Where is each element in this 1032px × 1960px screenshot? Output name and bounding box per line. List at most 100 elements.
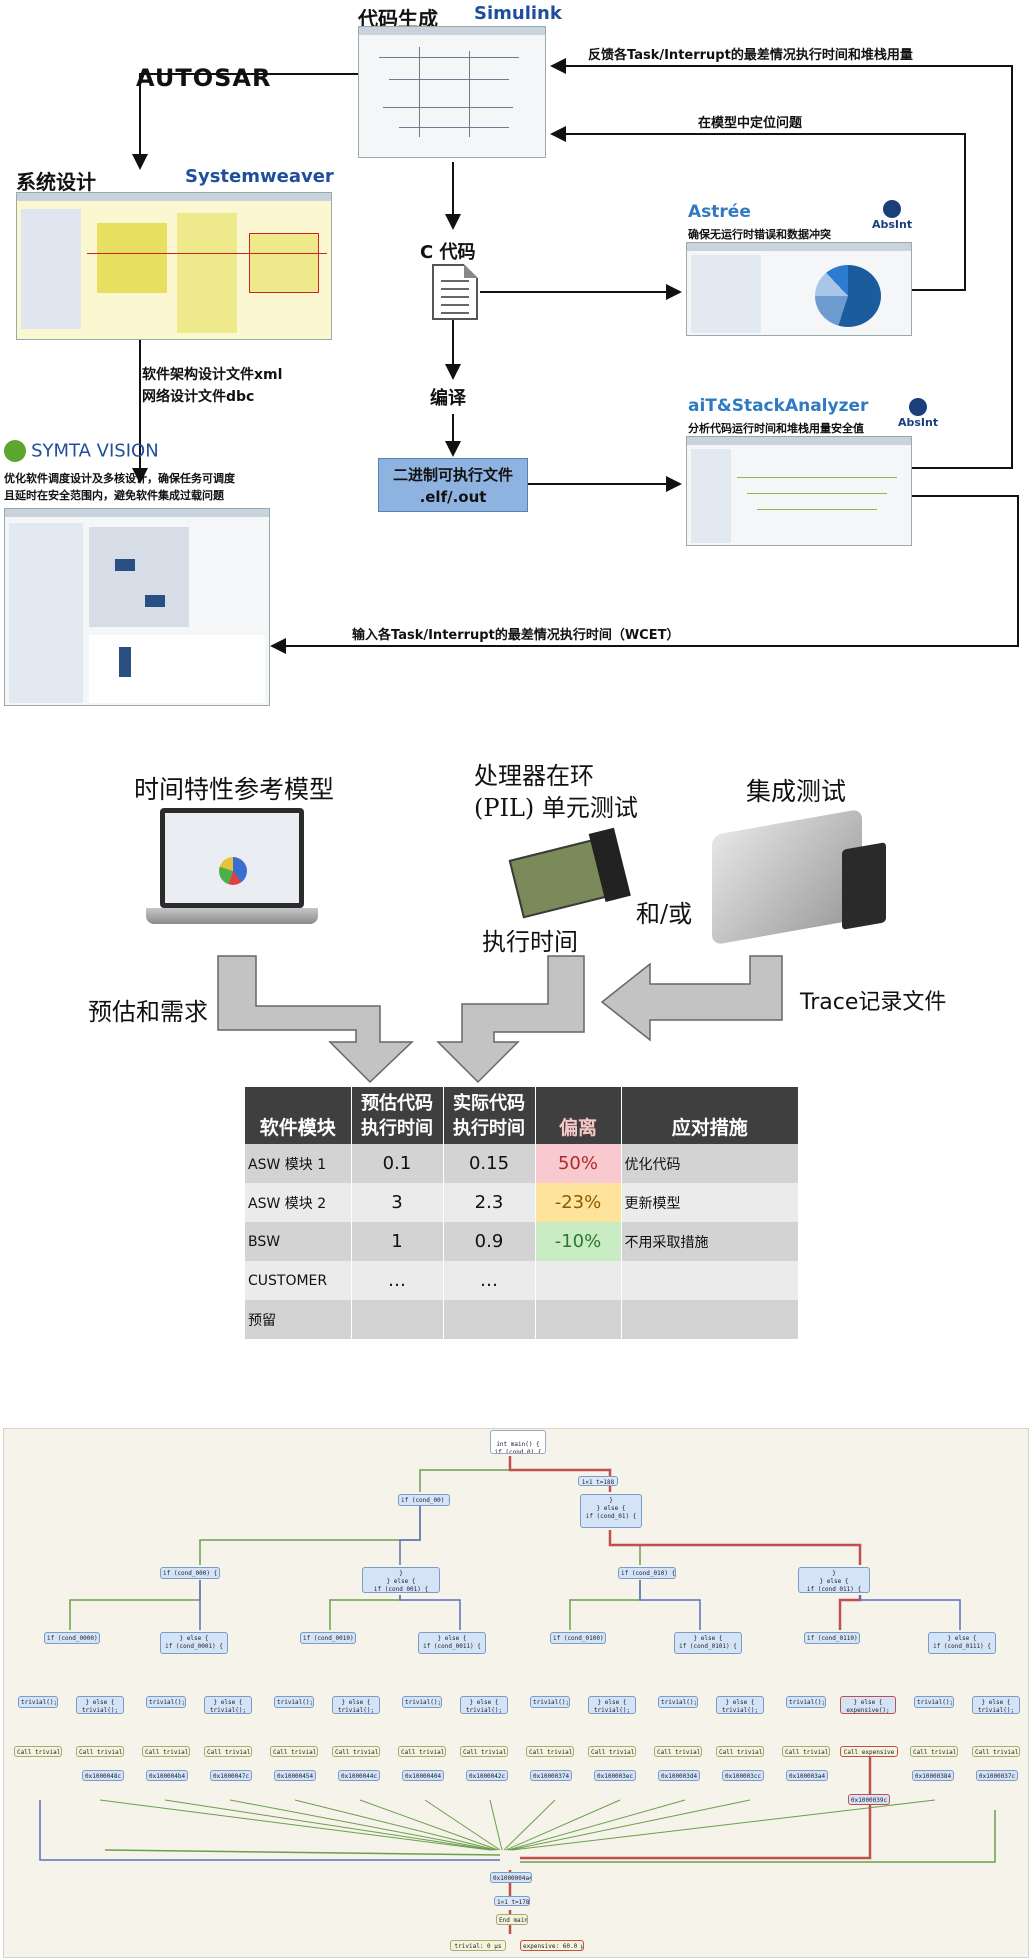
toolchain-arrows [132, 58, 1019, 654]
cfg-node: } else {if (cond_0001) { [160, 1632, 228, 1654]
symta-label: SYMTA VISION [31, 440, 159, 462]
cfg-node: if (cond_010) { [618, 1567, 676, 1579]
cfg-address: 0x100003ec [594, 1770, 636, 1781]
cell-estimated [351, 1300, 444, 1339]
cfg-call: Call trivial [910, 1746, 958, 1757]
arch-line2: 网络设计文件dbc [142, 389, 255, 405]
astree-pie-chart [815, 265, 881, 327]
cfg-call: Call trivial [142, 1746, 190, 1757]
symta-logo: SYMTA VISION [4, 440, 159, 462]
symta-desc: 优化软件调度设计及多核设计，确保任务可调度 且延时在安全范围内，避免软件集成过载… [4, 470, 235, 504]
cell-deviation [535, 1300, 622, 1339]
cell-action: 不用采取措施 [621, 1222, 799, 1261]
cfg-address: 0x10000404 [402, 1770, 444, 1781]
table-header-row: 软件模块 预估代码执行时间 实际代码执行时间 偏离 应对措施 [245, 1087, 799, 1144]
cfg-root-node: int main() { if (cond_0) { [490, 1430, 546, 1454]
binary-line2: .elf/.out [419, 488, 487, 506]
cell-module: ASW 模块 1 [245, 1144, 352, 1183]
cfg-leaf: trivial(); [786, 1696, 826, 1708]
table-row: CUSTOMER … … [245, 1261, 799, 1300]
cfg-leaf: trivial(); [146, 1696, 186, 1708]
cell-estimated: 1 [351, 1222, 444, 1261]
systemweaver-label: Systemweaver [185, 166, 334, 187]
cell-deviation: -23% [535, 1183, 622, 1222]
cell-estimated: 3 [351, 1183, 444, 1222]
cfg-call: Call trivial [716, 1746, 764, 1757]
wcet-label: 输入各Task/Interrupt的最差情况执行时间（WCET） [352, 628, 680, 643]
cell-action: 更新模型 [621, 1183, 799, 1222]
cfg-final-edge: 1×1 t=178 [494, 1896, 530, 1906]
cell-module: 预留 [245, 1300, 352, 1339]
cfg-leaf: trivial(); [914, 1696, 954, 1708]
cfg-address: 0x10000374 [530, 1770, 572, 1781]
cfg-call: Call trivial [76, 1746, 124, 1757]
trace-label-text: Trace记录文件 [800, 990, 947, 1015]
table-row: ASW 模块 1 0.1 0.15 50% 优化代码 [245, 1144, 799, 1183]
laptop-screen [160, 808, 304, 908]
absint-label-2: AbsInt [898, 416, 939, 429]
cfg-end-main: End main [496, 1914, 528, 1925]
cfg-address: 0x1000037c [976, 1770, 1018, 1781]
cell-actual: 0.9 [443, 1222, 536, 1261]
table-row: 预留 [245, 1300, 799, 1339]
cfg-node: } else {if (cond_0111) { [928, 1632, 996, 1654]
cfg-node: }} else {if (cond_001) { [362, 1567, 440, 1593]
cfg-leaf: } else {trivial(); [332, 1696, 380, 1714]
laptop-display [165, 813, 299, 903]
and-or-label: 和/或 [636, 900, 693, 928]
estimate-label: 预估和需求 [88, 998, 208, 1026]
system-design-label: 系统设计 [16, 170, 96, 194]
cell-estimated: … [351, 1261, 444, 1300]
trace-label: Trace记录文件 [800, 984, 946, 1016]
cfg-address: 0x100003a4 [786, 1770, 828, 1781]
binary-line1: 二进制可执行文件 [392, 466, 513, 484]
cfg-leaf: } else {expensive(); [840, 1696, 896, 1714]
pil-line1: 处理器在环 [474, 762, 594, 790]
cfg-address: 0x100003d4 [658, 1770, 700, 1781]
ait-screenshot [686, 436, 912, 546]
symta-screenshot [4, 508, 270, 706]
cfg-call: Call trivial [654, 1746, 702, 1757]
cfg-panel [3, 1428, 1029, 1958]
absint-logo-1: AbsInt [872, 200, 912, 231]
header-module: 软件模块 [245, 1087, 352, 1144]
timing-model-label: 时间特性参考模型 [134, 775, 335, 804]
cfg-call: Call trivial [782, 1746, 830, 1757]
astree-label: Astrée [688, 202, 751, 222]
cfg-node: if (cond_0100) { [550, 1632, 606, 1644]
c-code-label: C 代码 [420, 242, 476, 263]
cfg-address: 0x10000384 [912, 1770, 954, 1781]
cell-module: BSW [245, 1222, 352, 1261]
exec-time-label: 执行时间 [482, 928, 578, 956]
cell-action [621, 1261, 799, 1300]
cfg-legend-expensive: expensive: 60.0 µs [520, 1940, 584, 1951]
cfg-address: 0x1000042c [466, 1770, 508, 1781]
cfg-call: Call trivial [270, 1746, 318, 1757]
cfg-leaf: trivial(); [530, 1696, 570, 1708]
astree-screenshot [686, 242, 912, 336]
cell-deviation: 50% [535, 1144, 622, 1183]
cfg-node: if (cond_0010) { [300, 1632, 356, 1644]
pil-label: 处理器在环 (PIL) 单元测试 [474, 760, 638, 824]
binary-box: 二进制可执行文件 .elf/.out [378, 458, 528, 512]
cfg-leaf: } else {trivial(); [972, 1696, 1020, 1714]
cell-action [621, 1300, 799, 1339]
cfg-leaf: trivial(); [18, 1696, 58, 1708]
flow-arrows [217, 955, 783, 1084]
cell-estimated: 0.1 [351, 1144, 444, 1183]
cfg-edge-label: 1×1 t=188 [578, 1476, 618, 1486]
simulink-screenshot [358, 26, 546, 158]
arch-file-label: 软件架构设计文件xml 网络设计文件dbc [142, 364, 282, 408]
cell-module: ASW 模块 2 [245, 1183, 352, 1222]
systemweaver-screenshot [16, 192, 332, 340]
feedback-label: 反馈各Task/Interrupt的最差情况执行时间和堆栈用量 [588, 48, 913, 63]
cfg-leaf: trivial(); [402, 1696, 442, 1708]
cfg-address: 0x100004b4 [146, 1770, 188, 1781]
header-estimated: 预估代码执行时间 [351, 1087, 444, 1144]
cfg-root-text: int main() { if (cond_0) { [494, 1441, 542, 1454]
c-file-icon [432, 264, 478, 320]
cell-actual: 2.3 [443, 1183, 536, 1222]
cfg-leaf: } else {trivial(); [716, 1696, 764, 1714]
cfg-node: }} else {if (cond_01) { [580, 1494, 642, 1528]
